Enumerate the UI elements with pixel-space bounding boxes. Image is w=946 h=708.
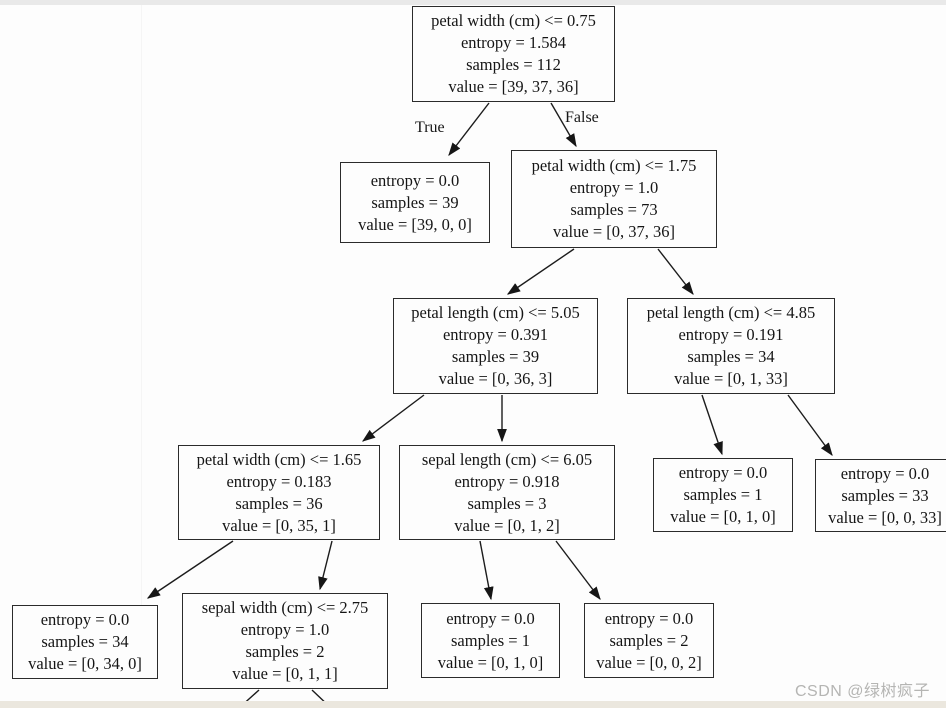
node-entropy: entropy = 0.0	[604, 608, 694, 628]
node-entropy: entropy = 0.183	[226, 471, 332, 491]
node-samples: samples = 3	[467, 493, 547, 513]
node-value: value = [0, 1, 2]	[454, 515, 560, 535]
tree-node-leaf-0-0-2: entropy = 0.0 samples = 2 value = [0, 0,…	[584, 603, 714, 678]
node-samples: samples = 34	[41, 632, 129, 651]
tree-node-leaf-0-0-33: entropy = 0.0 samples = 33 value = [0, 0…	[815, 459, 946, 532]
edge-pw165-left	[146, 540, 234, 599]
node-entropy: entropy = 1.584	[460, 33, 567, 52]
node-samples: samples = 1	[683, 485, 763, 504]
node-entropy: entropy = 1.0	[569, 178, 659, 197]
tree-node-petal-length-4-85: petal length (cm) <= 4.85 entropy = 0.19…	[627, 298, 835, 394]
node-value: value = [0, 1, 1]	[232, 664, 338, 683]
node-samples: samples = 2	[245, 642, 325, 661]
edge-label-true: True	[415, 119, 445, 136]
node-condition: sepal length (cm) <= 6.05	[421, 449, 593, 469]
node-entropy: entropy = 0.0	[446, 608, 535, 628]
node-samples: samples = 1	[451, 630, 530, 650]
node-entropy: entropy = 0.0	[40, 610, 130, 629]
tree-node-root: petal width (cm) <= 0.75 entropy = 1.584…	[412, 6, 615, 102]
node-samples: samples = 34	[687, 347, 775, 366]
node-value: value = [0, 1, 0]	[670, 507, 776, 526]
edge-pl485-left	[701, 394, 723, 456]
node-samples: samples = 36	[235, 493, 323, 513]
tree-node-sepal-width-2-75: sepal width (cm) <= 2.75 entropy = 1.0 s…	[182, 593, 388, 689]
node-condition: sepal width (cm) <= 2.75	[201, 598, 369, 617]
node-value: value = [0, 0, 33]	[828, 507, 942, 527]
node-value: value = [39, 37, 36]	[448, 77, 579, 96]
tree-node-leaf-0-1-0-b: entropy = 0.0 samples = 1 value = [0, 1,…	[421, 603, 560, 678]
node-entropy: entropy = 0.391	[442, 325, 549, 344]
node-condition: petal width (cm) <= 1.65	[196, 449, 362, 469]
edge-pw175-left	[506, 248, 575, 295]
node-value: value = [0, 37, 36]	[552, 222, 676, 241]
node-samples: samples = 112	[466, 55, 561, 74]
background-seam	[141, 5, 142, 605]
node-value: value = [0, 35, 1]	[222, 515, 336, 535]
node-entropy: entropy = 0.0	[840, 463, 930, 483]
edge-pw175-right	[657, 248, 694, 295]
edge-label-false: False	[565, 109, 599, 126]
node-condition: petal length (cm) <= 4.85	[646, 303, 816, 322]
edge-pw165-right	[318, 540, 333, 591]
tree-node-leaf-setosa: entropy = 0.0 samples = 39 value = [39, …	[340, 162, 490, 243]
node-samples: samples = 2	[609, 630, 689, 650]
node-value: value = [0, 36, 3]	[438, 369, 553, 388]
node-condition: petal length (cm) <= 5.05	[411, 303, 580, 322]
node-entropy: entropy = 0.0	[678, 463, 768, 482]
tree-node-petal-width-1-75: petal width (cm) <= 1.75 entropy = 1.0 s…	[511, 150, 717, 248]
edge-root-true	[448, 102, 490, 156]
node-value: value = [0, 0, 2]	[596, 652, 702, 672]
node-entropy: entropy = 0.0	[370, 170, 460, 190]
csdn-watermark: CSDN @绿树疯子	[794, 683, 930, 700]
tree-node-sepal-length-6-05: sepal length (cm) <= 6.05 entropy = 0.91…	[399, 445, 615, 540]
node-value: value = [0, 1, 0]	[437, 652, 544, 672]
node-samples: samples = 33	[841, 485, 929, 505]
node-entropy: entropy = 0.191	[678, 325, 784, 344]
node-condition: petal width (cm) <= 0.75	[431, 11, 596, 30]
node-samples: samples = 73	[570, 200, 658, 219]
bottom-strip	[0, 701, 946, 708]
edge-sl605-right	[555, 540, 601, 601]
node-value: value = [0, 34, 0]	[28, 654, 142, 673]
edge-pl485-right	[787, 394, 833, 457]
tree-node-leaf-0-1-0-a: entropy = 0.0 samples = 1 value = [0, 1,…	[653, 458, 793, 532]
edge-sl605-left	[479, 540, 494, 601]
node-value: value = [0, 1, 33]	[674, 369, 788, 388]
tree-node-petal-length-5-05: petal length (cm) <= 5.05 entropy = 0.39…	[393, 298, 598, 394]
node-condition: petal width (cm) <= 1.75	[531, 156, 697, 175]
tree-node-leaf-0-34-0: entropy = 0.0 samples = 34 value = [0, 3…	[12, 605, 158, 679]
edge-pl505-left	[361, 394, 425, 442]
top-strip	[0, 0, 946, 5]
tree-node-petal-width-1-65: petal width (cm) <= 1.65 entropy = 0.183…	[178, 445, 380, 540]
node-samples: samples = 39	[451, 347, 540, 366]
node-samples: samples = 39	[371, 192, 459, 212]
node-entropy: entropy = 0.918	[454, 471, 560, 491]
node-entropy: entropy = 1.0	[240, 620, 330, 639]
node-value: value = [39, 0, 0]	[358, 214, 472, 234]
